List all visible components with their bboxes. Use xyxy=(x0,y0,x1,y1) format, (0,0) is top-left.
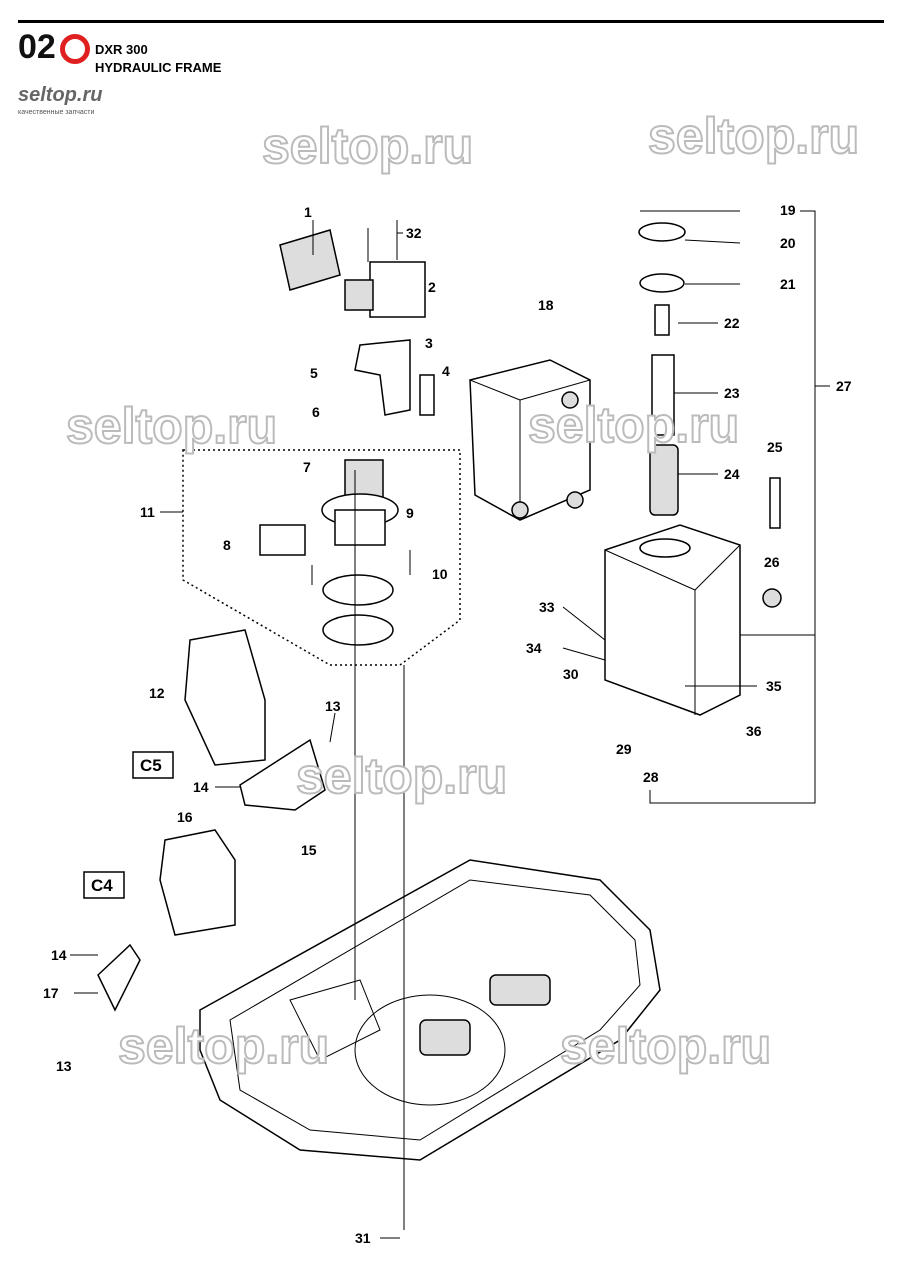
hydraulic-tank xyxy=(604,222,782,716)
callout-30: 30 xyxy=(563,666,579,682)
callout-34: 34 xyxy=(526,640,542,656)
callout-20: 20 xyxy=(780,235,796,251)
callout-4: 4 xyxy=(442,363,450,379)
callout-16: 16 xyxy=(177,809,193,825)
reference-c5-label[interactable]: C5 xyxy=(140,756,162,775)
callout-8: 8 xyxy=(223,537,231,553)
callout-32: 32 xyxy=(406,225,422,241)
callout-14: 14 xyxy=(193,779,209,795)
callout-26: 26 xyxy=(764,554,780,570)
logo-icon xyxy=(60,34,90,64)
callout-21: 21 xyxy=(780,276,796,292)
callout-22: 22 xyxy=(724,315,740,331)
page-title: HYDRAULIC FRAME xyxy=(95,60,222,75)
callout-6: 6 xyxy=(312,404,320,420)
callout-13: 13 xyxy=(56,1058,72,1074)
swivel-valve xyxy=(279,220,435,416)
watermark: seltop.ru xyxy=(528,397,739,453)
callout-15: 15 xyxy=(301,842,317,858)
header-rule xyxy=(18,20,884,23)
callout-17: 17 xyxy=(43,985,59,1001)
callout-19: 19 xyxy=(780,202,796,218)
callout-27: 27 xyxy=(836,378,852,394)
callout-11: 11 xyxy=(140,504,155,520)
callout-33: 33 xyxy=(539,599,555,615)
reference-c5[interactable]: C5 xyxy=(132,751,174,779)
leader-lines xyxy=(70,210,830,1239)
callout-18: 18 xyxy=(538,297,554,313)
callout-36: 36 xyxy=(746,723,762,739)
callout-1: 1 xyxy=(304,204,312,220)
callouts: 1 32 2 18 3 4 5 6 7 11 9 8 10 12 13 14 1… xyxy=(43,202,852,1246)
callout-28: 28 xyxy=(643,769,659,785)
callout-2: 2 xyxy=(428,279,436,295)
watermark: seltop.ru xyxy=(118,1018,329,1074)
watermark: seltop.ru xyxy=(648,108,859,164)
callout-12: 12 xyxy=(149,685,165,701)
callout-23: 23 xyxy=(724,385,740,401)
reference-c4[interactable]: C4 xyxy=(83,871,125,899)
control-valve xyxy=(469,359,591,521)
callout-14: 14 xyxy=(51,947,67,963)
logo-subtext: качественные запчасти xyxy=(18,109,95,116)
valve-banks xyxy=(97,629,326,1012)
callout-35: 35 xyxy=(766,678,782,694)
section-number: 02 xyxy=(18,28,56,66)
watermark: seltop.ru xyxy=(296,748,507,804)
watermark: seltop.ru xyxy=(262,118,473,174)
callout-13: 13 xyxy=(325,698,341,714)
callout-24: 24 xyxy=(724,466,740,482)
watermark: seltop.ru xyxy=(560,1018,771,1074)
callout-29: 29 xyxy=(616,741,632,757)
callout-3: 3 xyxy=(425,335,433,351)
logo-text: seltop.ru xyxy=(18,84,103,106)
callout-25: 25 xyxy=(767,439,783,455)
watermark: seltop.ru xyxy=(66,398,277,454)
callout-7: 7 xyxy=(303,459,311,475)
swivel-joint-group xyxy=(182,449,461,666)
callout-5: 5 xyxy=(310,365,318,381)
callout-9: 9 xyxy=(406,505,414,521)
watermarks: seltop.ru seltop.ru seltop.ru seltop.ru … xyxy=(65,107,860,1075)
reference-c4-label[interactable]: C4 xyxy=(91,876,113,895)
callout-10: 10 xyxy=(432,566,448,582)
callout-31: 31 xyxy=(355,1230,371,1246)
frame-part xyxy=(199,859,661,1161)
model-name: DXR 300 xyxy=(95,42,148,57)
